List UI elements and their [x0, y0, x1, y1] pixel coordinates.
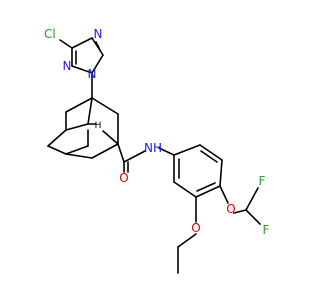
bond-ring-1 — [173, 144, 201, 156]
bond-ring-2 — [199, 144, 223, 161]
bond-cage-8 — [47, 145, 67, 155]
fluorine-top: F — [259, 174, 266, 188]
bond-n1-n2 — [71, 65, 93, 74]
amide-oxygen: O — [119, 171, 128, 185]
cage-hydrogen: H — [95, 121, 102, 131]
bond-c5-n1 — [91, 54, 104, 74]
triazole-n-left: N — [63, 59, 72, 73]
bond-ether-o-c — [233, 209, 247, 214]
bond-ring-5 — [173, 181, 197, 198]
bond-ring-ether-o — [219, 185, 229, 204]
bond-cage-14 — [65, 145, 89, 155]
bond-cage-6 — [65, 123, 89, 131]
bond-cage-2 — [91, 97, 119, 115]
bond-c3-n4 — [71, 37, 93, 49]
bond-cage-1 — [65, 97, 93, 113]
bond-c-f-bottom — [245, 209, 261, 225]
bond-ring-2-double — [200, 150, 218, 163]
bond-ring-3 — [219, 159, 223, 187]
amide-nh: NH — [144, 141, 162, 155]
bond-ring-4-double — [196, 182, 216, 192]
bond-cage-10 — [91, 143, 119, 159]
chlorine-label: Cl — [44, 27, 56, 41]
bond-ethoxy-o-ch2 — [177, 233, 197, 248]
bond-cage-carbonyl — [117, 143, 125, 163]
bond-cage-5 — [47, 129, 67, 147]
bond-cage-9 — [65, 153, 93, 159]
triazole-n-bottom: N — [88, 67, 97, 81]
atom-labels: Cl N N N H NH O O O F F — [44, 27, 270, 237]
chemical-structure: Cl N N N H NH O O O F F — [44, 27, 270, 274]
bond-cage-12 — [102, 130, 119, 145]
ether-oxygen: O — [226, 202, 235, 216]
triazole-n-top: N — [94, 27, 103, 41]
bond-cage-3 — [87, 97, 93, 125]
bond-ring-4 — [195, 185, 221, 198]
bond-nh-ring — [158, 147, 175, 156]
ethoxy-oxygen: O — [191, 221, 200, 235]
bond-c-f-top — [245, 187, 259, 211]
bond-cl-c3 — [59, 39, 73, 49]
fluorine-bottom: F — [263, 223, 270, 237]
bond-c-nh — [123, 150, 146, 163]
bond-lines — [47, 37, 261, 274]
bond-n4-c5-double — [95, 41, 101, 51]
